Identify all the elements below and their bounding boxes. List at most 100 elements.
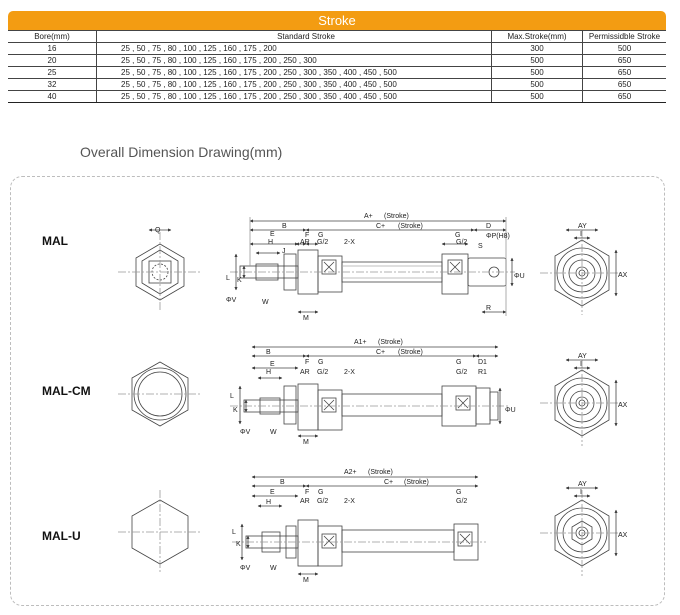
dim-label: C+ — [384, 479, 393, 486]
stroke-table: Stroke Bore(mm) Standard Stroke Max.Stro… — [8, 11, 666, 103]
dim-label: (Stroke) — [378, 339, 403, 346]
mal-side-view — [230, 217, 515, 316]
table-row: 25 25 , 50 , 75 , 80 , 100 , 125 , 160 ,… — [8, 66, 666, 79]
dim-label: (Stroke) — [384, 213, 409, 220]
dim-label: A1+ — [354, 339, 367, 346]
dim-label-i: I — [580, 231, 582, 238]
dim-label: C+ — [376, 349, 385, 356]
header-standard-stroke: Standard Stroke — [96, 30, 492, 43]
cell-bore: 25 — [8, 66, 97, 79]
mal-cm-dimension-labels: A1+ (Stroke) C+ (Stroke) B F G G D1 E AR… — [230, 339, 516, 446]
dim-label: 2-X — [344, 239, 355, 246]
dim-label: E — [270, 489, 275, 496]
cell-permissible-stroke: 650 — [582, 66, 666, 79]
model-label-mal: MAL — [42, 234, 68, 248]
table-row: 40 25 , 50 , 75 , 80 , 100 , 125 , 160 ,… — [8, 90, 666, 103]
stroke-table-title: Stroke — [8, 11, 666, 30]
dim-label: D1 — [478, 359, 487, 366]
dim-label: G — [456, 489, 461, 496]
cell-standard-stroke: 25 , 50 , 75 , 80 , 100 , 125 , 160 , 17… — [96, 54, 492, 67]
dim-label: B — [266, 349, 271, 356]
dim-label: G — [455, 232, 460, 239]
dim-label: (Stroke) — [368, 469, 393, 476]
dim-label: L — [226, 275, 230, 282]
dim-label: M — [303, 439, 309, 446]
dim-label: M — [303, 315, 309, 322]
table-row: 32 25 , 50 , 75 , 80 , 100 , 125 , 160 ,… — [8, 78, 666, 91]
dim-label: D — [486, 223, 491, 230]
cell-permissible-stroke: 500 — [582, 42, 666, 55]
dim-label: A2+ — [344, 469, 357, 476]
dim-label: G/2 — [317, 239, 328, 246]
cell-standard-stroke: 25 , 50 , 75 , 80 , 100 , 125 , 160 , 17… — [96, 42, 492, 55]
dim-label: 2-X — [344, 369, 355, 376]
mal-cm-rear-view — [540, 358, 624, 446]
dim-label: K — [233, 407, 238, 414]
dim-label: L — [230, 393, 234, 400]
dim-label: R — [486, 305, 491, 312]
model-label-mal-cm: MAL-CM — [42, 384, 91, 398]
table-header-row: Bore(mm) Standard Stroke Max.Stroke(mm) … — [8, 30, 666, 43]
dim-label: ΦV — [226, 297, 237, 304]
cell-standard-stroke: 25 , 50 , 75 , 80 , 100 , 125 , 160 , 17… — [96, 78, 492, 91]
cell-standard-stroke: 25 , 50 , 75 , 80 , 100 , 125 , 160 , 17… — [96, 90, 492, 103]
dim-label: G/2 — [317, 498, 328, 505]
dim-label: G — [318, 489, 323, 496]
header-bore: Bore(mm) — [8, 30, 97, 43]
mal-dimension-labels: A+ (Stroke) C+ (Stroke) B F G G D E AR G… — [226, 213, 525, 322]
dim-label: G/2 — [456, 498, 467, 505]
dim-label-ax: AX — [618, 402, 628, 409]
dim-label: E — [270, 361, 275, 368]
dim-label: ΦU — [514, 273, 525, 280]
dim-label: M — [303, 577, 309, 584]
dim-label: ΦU — [505, 407, 516, 414]
cell-max-stroke: 500 — [491, 66, 583, 79]
dim-label: B — [280, 479, 285, 486]
dim-label: F — [305, 489, 309, 496]
dim-label: S — [478, 243, 483, 250]
dim-label: F — [305, 232, 309, 239]
dim-label: W — [262, 299, 269, 306]
dim-label: W — [270, 429, 277, 436]
cell-max-stroke: 500 — [491, 54, 583, 67]
cell-permissible-stroke: 650 — [582, 90, 666, 103]
dim-label: B — [282, 223, 287, 230]
mal-cm-front-view — [118, 361, 202, 427]
mal-u-front-view — [118, 490, 202, 574]
dim-label: AR — [300, 498, 310, 505]
cell-standard-stroke: 25 , 50 , 75 , 80 , 100 , 125 , 160 , 17… — [96, 66, 492, 79]
cell-max-stroke: 500 — [491, 90, 583, 103]
dim-label: C+ — [376, 223, 385, 230]
model-label-mal-u: MAL-U — [42, 529, 81, 543]
dimension-drawing: Q — [118, 213, 628, 584]
header-max-stroke: Max.Stroke(mm) — [491, 30, 583, 43]
dim-label-ax: AX — [618, 532, 628, 539]
dim-label: ΦV — [240, 565, 251, 572]
cell-bore: 20 — [8, 54, 97, 67]
dim-label: W — [270, 565, 277, 572]
dim-label: (Stroke) — [404, 479, 429, 486]
dim-label: F — [305, 359, 309, 366]
dim-label: ΦP(H8) — [486, 233, 510, 240]
drawing-panel — [10, 176, 665, 606]
dim-label: G — [318, 359, 323, 366]
dim-label: G — [318, 232, 323, 239]
dim-label: H — [266, 369, 271, 376]
dim-label-ay: AY — [578, 481, 587, 488]
dim-label: G/2 — [317, 369, 328, 376]
dim-label: A+ — [364, 213, 373, 220]
dim-label: 2-X — [344, 498, 355, 505]
dim-label: J — [282, 248, 286, 255]
cell-max-stroke: 300 — [491, 42, 583, 55]
cell-permissible-stroke: 650 — [582, 54, 666, 67]
table-row: 20 25 , 50 , 75 , 80 , 100 , 125 , 160 ,… — [8, 54, 666, 67]
dim-label: AR — [300, 369, 310, 376]
cell-bore: 32 — [8, 78, 97, 91]
mal-u-side-view — [232, 475, 486, 576]
dim-label: H — [268, 239, 273, 246]
cell-bore: 40 — [8, 90, 97, 103]
dim-label: G/2 — [456, 239, 467, 246]
mal-front-view — [118, 228, 202, 310]
dim-label: L — [232, 529, 236, 536]
dim-label: K — [236, 541, 241, 548]
